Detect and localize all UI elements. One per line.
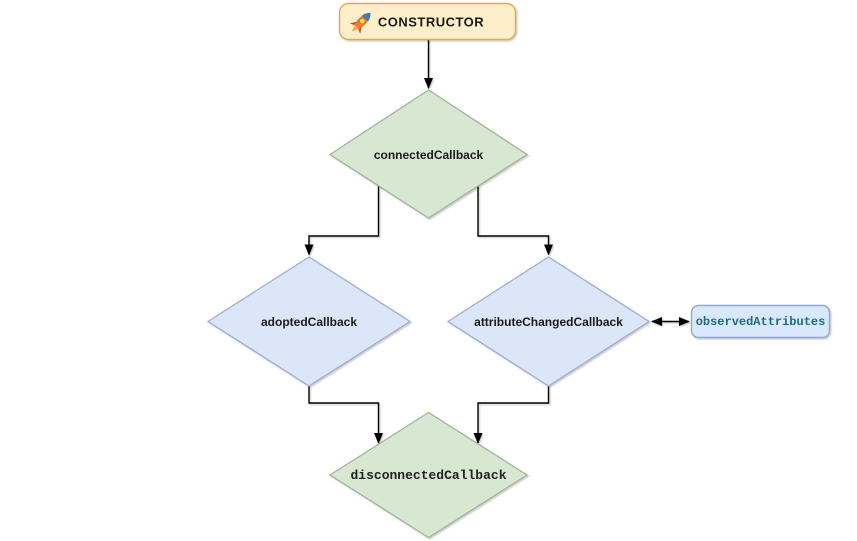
- attribute-changed-callback-diamond: [446, 256, 651, 387]
- edge-adoptedCallback-to-disconnectedCallback: [308, 386, 383, 444]
- connected-callback-label: connectedCallback: [374, 148, 484, 162]
- edges: [304, 40, 690, 444]
- node-observed-attributes: observedAttributes: [690, 304, 831, 339]
- node-adopted-callback: adoptedCallback: [206, 256, 412, 387]
- adopted-callback-diamond: [206, 256, 412, 387]
- node-disconnected-callback: disconnectedCallback: [328, 411, 529, 539]
- rocket-icon: [349, 13, 371, 34]
- observed-attributes-box: [690, 304, 831, 339]
- edge-attributeChangedCallback-to-disconnectedCallback: [473, 386, 550, 444]
- constructor-box: [338, 2, 517, 41]
- constructor-label: CONSTRUCTOR: [378, 15, 484, 30]
- node-constructor: CONSTRUCTOR: [338, 2, 517, 41]
- observed-attributes-label: observedAttributes: [696, 315, 826, 329]
- adopted-callback-label: adoptedCallback: [261, 315, 357, 329]
- disconnected-callback-label: disconnectedCallback: [350, 468, 506, 483]
- connected-callback-diamond: [328, 89, 529, 219]
- node-attribute-changed-callback: attributeChangedCallback: [446, 256, 651, 387]
- attribute-changed-callback-label: attributeChangedCallback: [474, 315, 623, 329]
- node-connected-callback: connectedCallback: [328, 89, 529, 219]
- disconnected-callback-diamond: [328, 411, 529, 539]
- edge-connectedCallback-to-adoptedCallback: [304, 185, 380, 256]
- edge-connectedCallback-to-attributeChangedCallback: [477, 186, 553, 256]
